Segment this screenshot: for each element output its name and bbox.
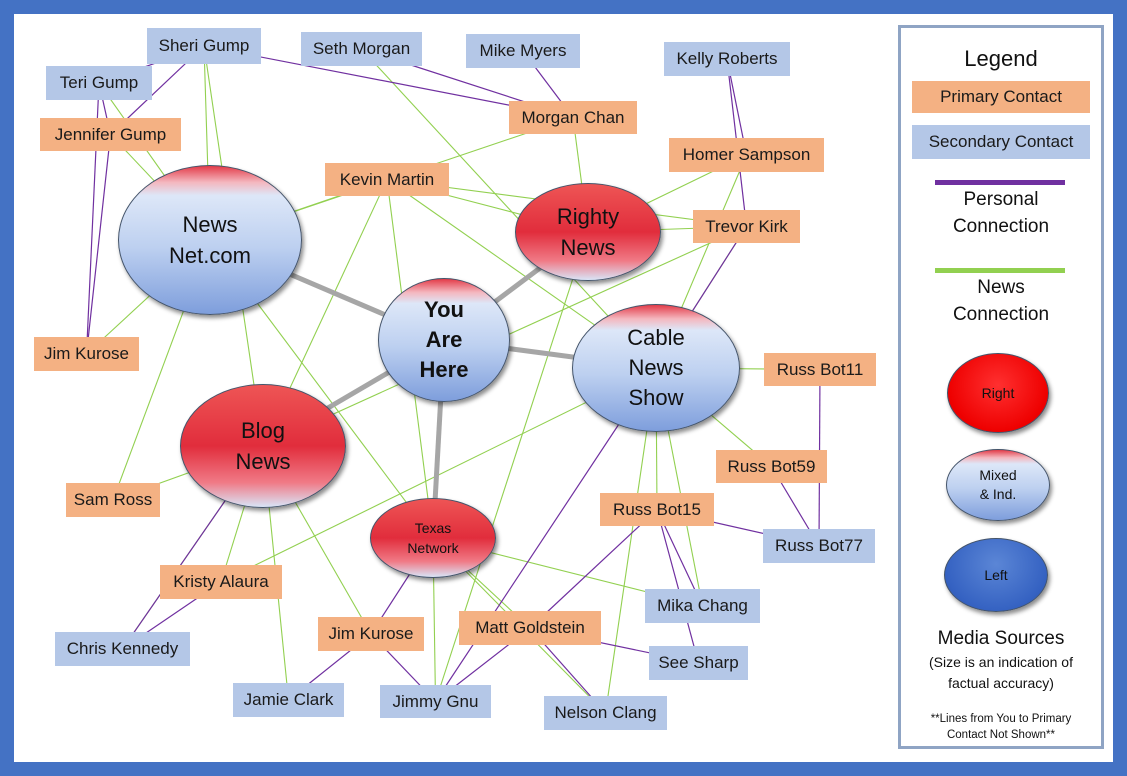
contact-mika: Mika Chang — [645, 589, 760, 623]
contact-teri: Teri Gump — [46, 66, 152, 100]
legend-footnote: **Lines from You to Primary Contact Not … — [930, 713, 1072, 741]
legend-primary-contact: Primary Contact — [912, 81, 1090, 113]
contact-trevor: Trevor Kirk — [693, 210, 800, 243]
contact-russ15: Russ Bot15 — [600, 493, 714, 526]
legend-left-label: Left — [984, 567, 1008, 583]
media-newsnet-bubble: News Net.com — [118, 165, 302, 315]
contact-jimk2: Jim Kurose — [318, 617, 424, 651]
legend-left-bubble: Left — [944, 538, 1048, 612]
contact-seth: Seth Morgan — [301, 32, 422, 66]
legend-mixed-label: Mixed & Ind. — [979, 467, 1017, 502]
contact-kristy: Kristy Alaura — [160, 565, 282, 599]
legend-title: Legend — [964, 46, 1038, 71]
contact-samross: Sam Ross — [66, 483, 160, 517]
contact-nelson: Nelson Clang — [544, 696, 667, 730]
legend-media-note: (Size is an indication of factual accura… — [929, 654, 1073, 691]
legend-panel: Legend Primary Contact Secondary Contact… — [898, 25, 1104, 749]
media-texas-label: Texas Network — [407, 520, 459, 556]
personal-link-jennifer-jimk1 — [85, 134, 112, 355]
media-righty-label: Righty News — [556, 204, 620, 260]
legend-personal-label: Personal Connection — [952, 189, 1050, 237]
contact-jennifer: Jennifer Gump — [40, 118, 181, 151]
personal-link-russ15-matt — [529, 509, 658, 629]
media-you-label: You Are Here — [419, 297, 469, 382]
contact-kelly: Kelly Roberts — [664, 42, 790, 76]
contact-matt: Matt Goldstein — [459, 611, 601, 645]
contact-russ59: Russ Bot59 — [716, 450, 827, 483]
legend-personal-line — [935, 180, 1065, 185]
contact-homer: Homer Sampson — [669, 138, 824, 172]
media-cable-label: Cable News Show — [627, 325, 685, 410]
media-blog-bubble: Blog News — [180, 384, 346, 508]
media-you-bubble: You Are Here — [378, 278, 510, 402]
media-righty-bubble: Righty News — [515, 183, 661, 281]
legend-right-bubble: Right — [947, 353, 1049, 433]
contact-kevin: Kevin Martin — [325, 163, 449, 196]
contact-russ11: Russ Bot11 — [764, 353, 876, 386]
media-blog-label: Blog News — [235, 418, 291, 474]
media-texas-bubble: Texas Network — [370, 498, 496, 578]
legend-right-label: Right — [981, 385, 1015, 401]
contact-jimmy: Jimmy Gnu — [380, 685, 491, 718]
legend-news-label: News Connection — [952, 277, 1050, 325]
contact-seesharp: See Sharp — [649, 646, 748, 680]
legend-secondary-contact: Secondary Contact — [912, 125, 1090, 159]
legend-news-line — [935, 268, 1065, 273]
contact-morgan: Morgan Chan — [509, 101, 637, 134]
personal-link-russ15-seesharp — [656, 509, 700, 664]
contact-chris: Chris Kennedy — [55, 632, 190, 666]
legend-media-title: Media Sources — [937, 628, 1065, 649]
contact-russ77: Russ Bot77 — [763, 529, 875, 563]
contact-jimk1: Jim Kurose — [34, 337, 139, 371]
contact-mike: Mike Myers — [466, 34, 580, 68]
media-newsnet-label: News Net.com — [169, 212, 251, 268]
legend-mixed-bubble: Mixed & Ind. — [946, 449, 1050, 521]
contact-jamie: Jamie Clark — [233, 683, 344, 717]
media-cable-bubble: Cable News Show — [572, 304, 740, 432]
contact-sheri: Sheri Gump — [147, 28, 261, 64]
